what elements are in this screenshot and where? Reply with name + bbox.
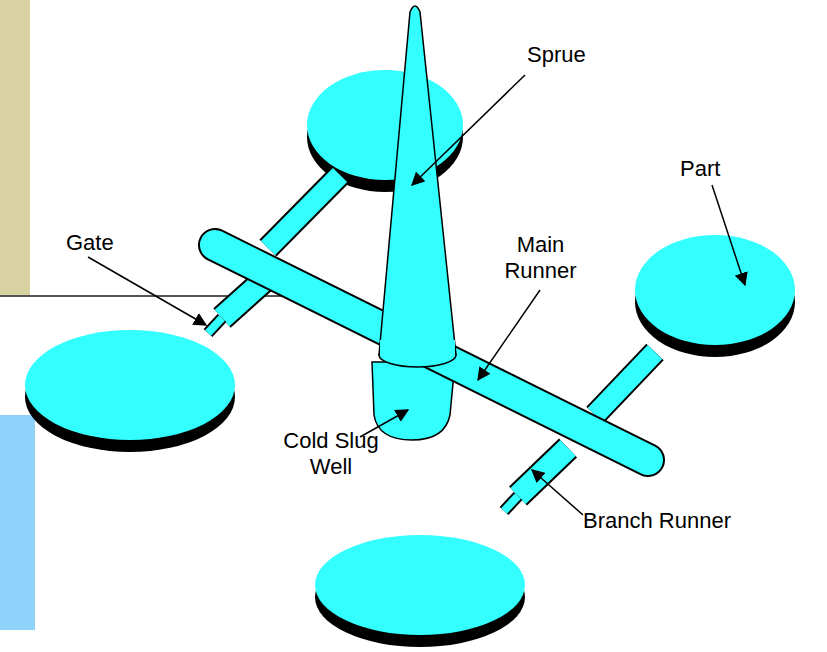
part-label: Main Runner [493, 232, 588, 284]
part-disc [315, 535, 525, 647]
part-label: Sprue [527, 42, 586, 68]
background-panel [0, 415, 35, 630]
part-label: Part [680, 156, 720, 182]
part-label: Gate [66, 230, 114, 256]
leader-arrow [88, 75, 745, 515]
sprue-cone [379, 6, 456, 367]
part-disc [635, 235, 795, 357]
part-label: Branch Runner [583, 508, 731, 534]
part-label: Cold Slug Well [270, 428, 392, 480]
background-panel [0, 0, 30, 295]
part-disc [25, 330, 235, 452]
